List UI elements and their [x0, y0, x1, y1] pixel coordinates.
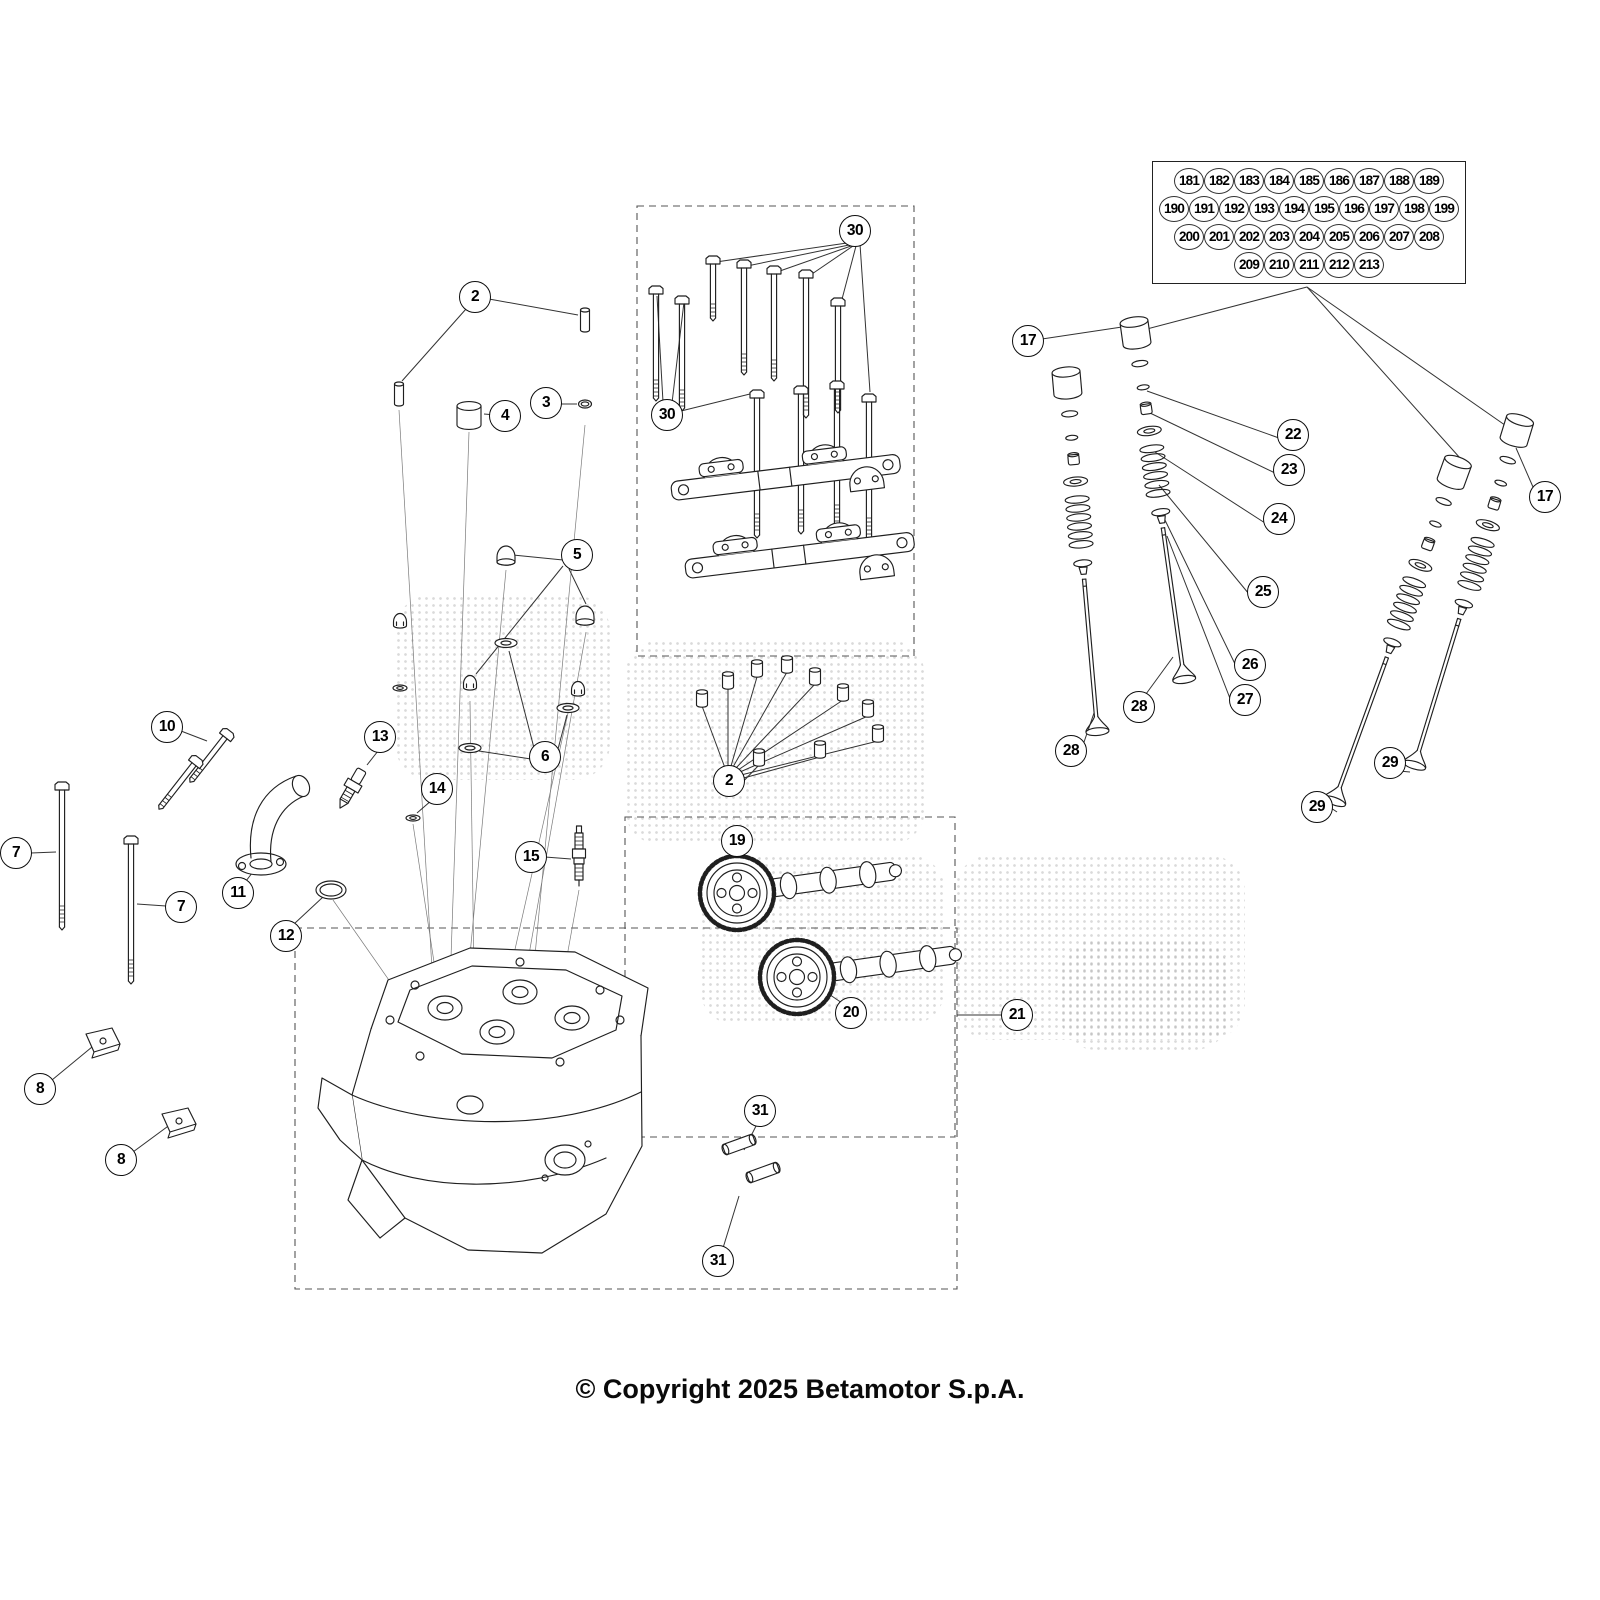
legend-number: 186 [1324, 167, 1354, 194]
callout-11: 11 [222, 877, 254, 909]
temp-sensor-13 [339, 767, 367, 809]
spark-plug-15 [571, 825, 587, 887]
legend-number: 185 [1294, 167, 1324, 194]
legend-number: 182 [1204, 167, 1234, 194]
watermark [1060, 940, 1230, 1050]
callout-8: 8 [24, 1073, 56, 1105]
legend-number: 211 [1294, 251, 1324, 278]
legend-number: 198 [1399, 195, 1429, 222]
callout-27: 27 [1229, 684, 1261, 716]
camshaft-19 [700, 856, 903, 930]
callout-29: 29 [1374, 747, 1406, 779]
legend-number: 181 [1174, 167, 1204, 194]
legend-number: 197 [1369, 195, 1399, 222]
dowel-pins-31 [720, 1132, 782, 1185]
o-ring-3 [577, 399, 593, 409]
legend-number: 195 [1309, 195, 1339, 222]
callout-7: 7 [0, 837, 32, 869]
camshaft-20 [760, 940, 963, 1014]
callout-2-b: 2 [713, 765, 745, 797]
callout-25: 25 [1247, 576, 1279, 608]
legend-number: 204 [1294, 223, 1324, 250]
valve-train-1 [1052, 366, 1112, 737]
valve-train-2 [1119, 315, 1198, 685]
legend-number: 192 [1219, 195, 1249, 222]
washer-14 [405, 814, 421, 822]
callout-31: 31 [744, 1095, 776, 1127]
legend-number: 207 [1384, 223, 1414, 250]
callout-2: 2 [459, 281, 491, 313]
callout-10: 10 [151, 711, 183, 743]
legend-number: 194 [1279, 195, 1309, 222]
callout-28-b: 28 [1055, 735, 1087, 767]
legend-number: 206 [1354, 223, 1384, 250]
callout-7-b: 7 [165, 891, 197, 923]
legend-number: 188 [1384, 167, 1414, 194]
rocker-caps [849, 466, 896, 581]
callout-30-b: 30 [651, 399, 683, 431]
callout-21: 21 [1001, 999, 1033, 1031]
callout-17-b: 17 [1529, 481, 1561, 513]
long-bolts-7 [54, 781, 139, 985]
callout-30: 30 [839, 215, 871, 247]
valve-caps-5 [392, 545, 595, 697]
callout-22: 22 [1277, 419, 1309, 451]
callout-13: 13 [364, 721, 396, 753]
legend-number: 210 [1264, 251, 1294, 278]
legend-number: 190 [1159, 195, 1189, 222]
callout-3: 3 [530, 387, 562, 419]
o-ring-12 [315, 880, 347, 900]
callout-29-b: 29 [1301, 791, 1333, 823]
legend-number: 203 [1264, 223, 1294, 250]
legend-number: 183 [1234, 167, 1264, 194]
legend-number: 212 [1324, 251, 1354, 278]
leader-lines [30, 242, 1534, 1249]
legend-number: 187 [1354, 167, 1384, 194]
legend-number: 200 [1174, 223, 1204, 250]
legend-number: 196 [1339, 195, 1369, 222]
callout-5: 5 [561, 539, 593, 571]
callout-20: 20 [835, 997, 867, 1029]
legend-number: 199 [1429, 195, 1459, 222]
tappet-4 [456, 401, 482, 430]
legend-number: 205 [1324, 223, 1354, 250]
callout-15: 15 [515, 841, 547, 873]
callout-12: 12 [270, 920, 302, 952]
callout-19: 19 [721, 825, 753, 857]
callout-24: 24 [1263, 503, 1295, 535]
legend-number: 193 [1249, 195, 1279, 222]
legend-number: 213 [1354, 251, 1384, 278]
cylinder-head [317, 947, 649, 1254]
callout-4: 4 [489, 400, 521, 432]
legend-number: 208 [1414, 223, 1444, 250]
clip-8b [161, 1107, 197, 1139]
callout-6: 6 [529, 741, 561, 773]
legend-number: 209 [1234, 251, 1264, 278]
legend-number: 191 [1189, 195, 1219, 222]
legend-number: 184 [1264, 167, 1294, 194]
coolant-elbow-11 [235, 774, 311, 876]
washers-6 [392, 637, 580, 754]
callout-26: 26 [1234, 649, 1266, 681]
callout-23: 23 [1273, 454, 1305, 486]
copyright-text: © Copyright 2025 Betamotor S.p.A. [575, 1374, 1025, 1404]
callout-28: 28 [1123, 691, 1155, 723]
callout-17: 17 [1012, 325, 1044, 357]
legend-number: 189 [1414, 167, 1444, 194]
callout-31-b: 31 [702, 1245, 734, 1277]
callout-8-b: 8 [105, 1144, 137, 1176]
legend-number: 201 [1204, 223, 1234, 250]
clip-8a [85, 1027, 121, 1059]
callout-14: 14 [421, 773, 453, 805]
legend-number: 202 [1234, 223, 1264, 250]
